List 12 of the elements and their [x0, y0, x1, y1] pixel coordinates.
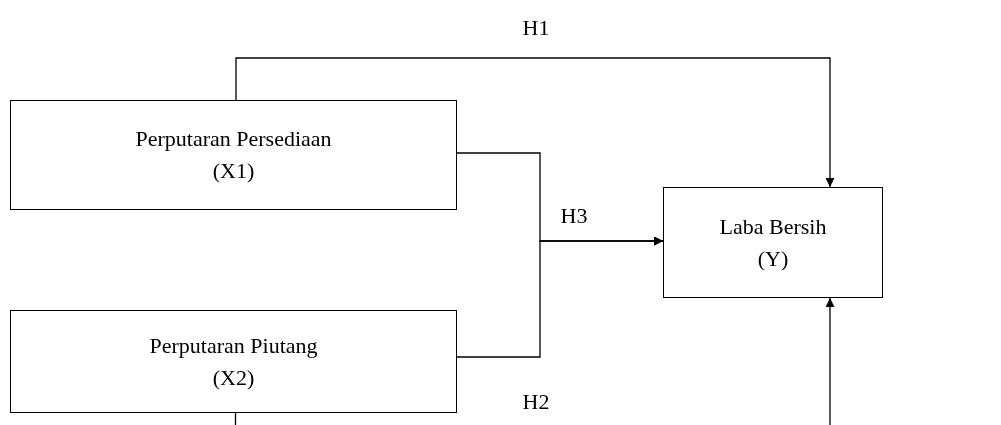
arrow — [456, 236, 664, 358]
variable-code: (Y) — [757, 244, 789, 273]
variable-box — [663, 187, 883, 298]
arrow — [234, 297, 835, 425]
arrow — [235, 57, 835, 188]
variable-name: Perputaran Piutang — [149, 331, 318, 360]
variable-code: (X1) — [212, 157, 255, 185]
variable-box — [10, 100, 457, 210]
variable-box — [10, 310, 457, 413]
variable-name: Laba Bersih — [719, 212, 827, 241]
variable-name: Perputaran Persediaan — [135, 125, 332, 153]
variable-code: (X2) — [212, 363, 255, 392]
